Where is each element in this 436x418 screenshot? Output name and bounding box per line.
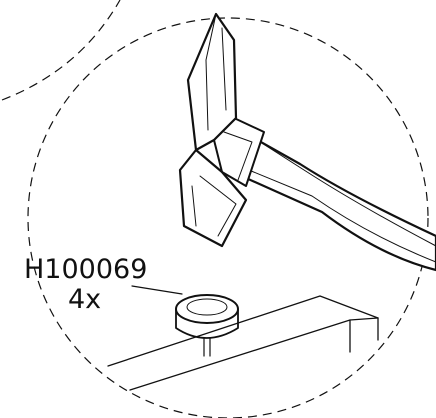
leader-line bbox=[131, 285, 183, 295]
detail-circle bbox=[27, 17, 429, 418]
furniture-glide-icon bbox=[175, 294, 239, 357]
board bbox=[107, 295, 379, 391]
part-quantity-label: 4x bbox=[68, 284, 101, 315]
hammer-icon bbox=[178, 12, 436, 272]
callout-arc bbox=[1, 0, 121, 101]
part-code-label: H100069 bbox=[24, 254, 147, 285]
